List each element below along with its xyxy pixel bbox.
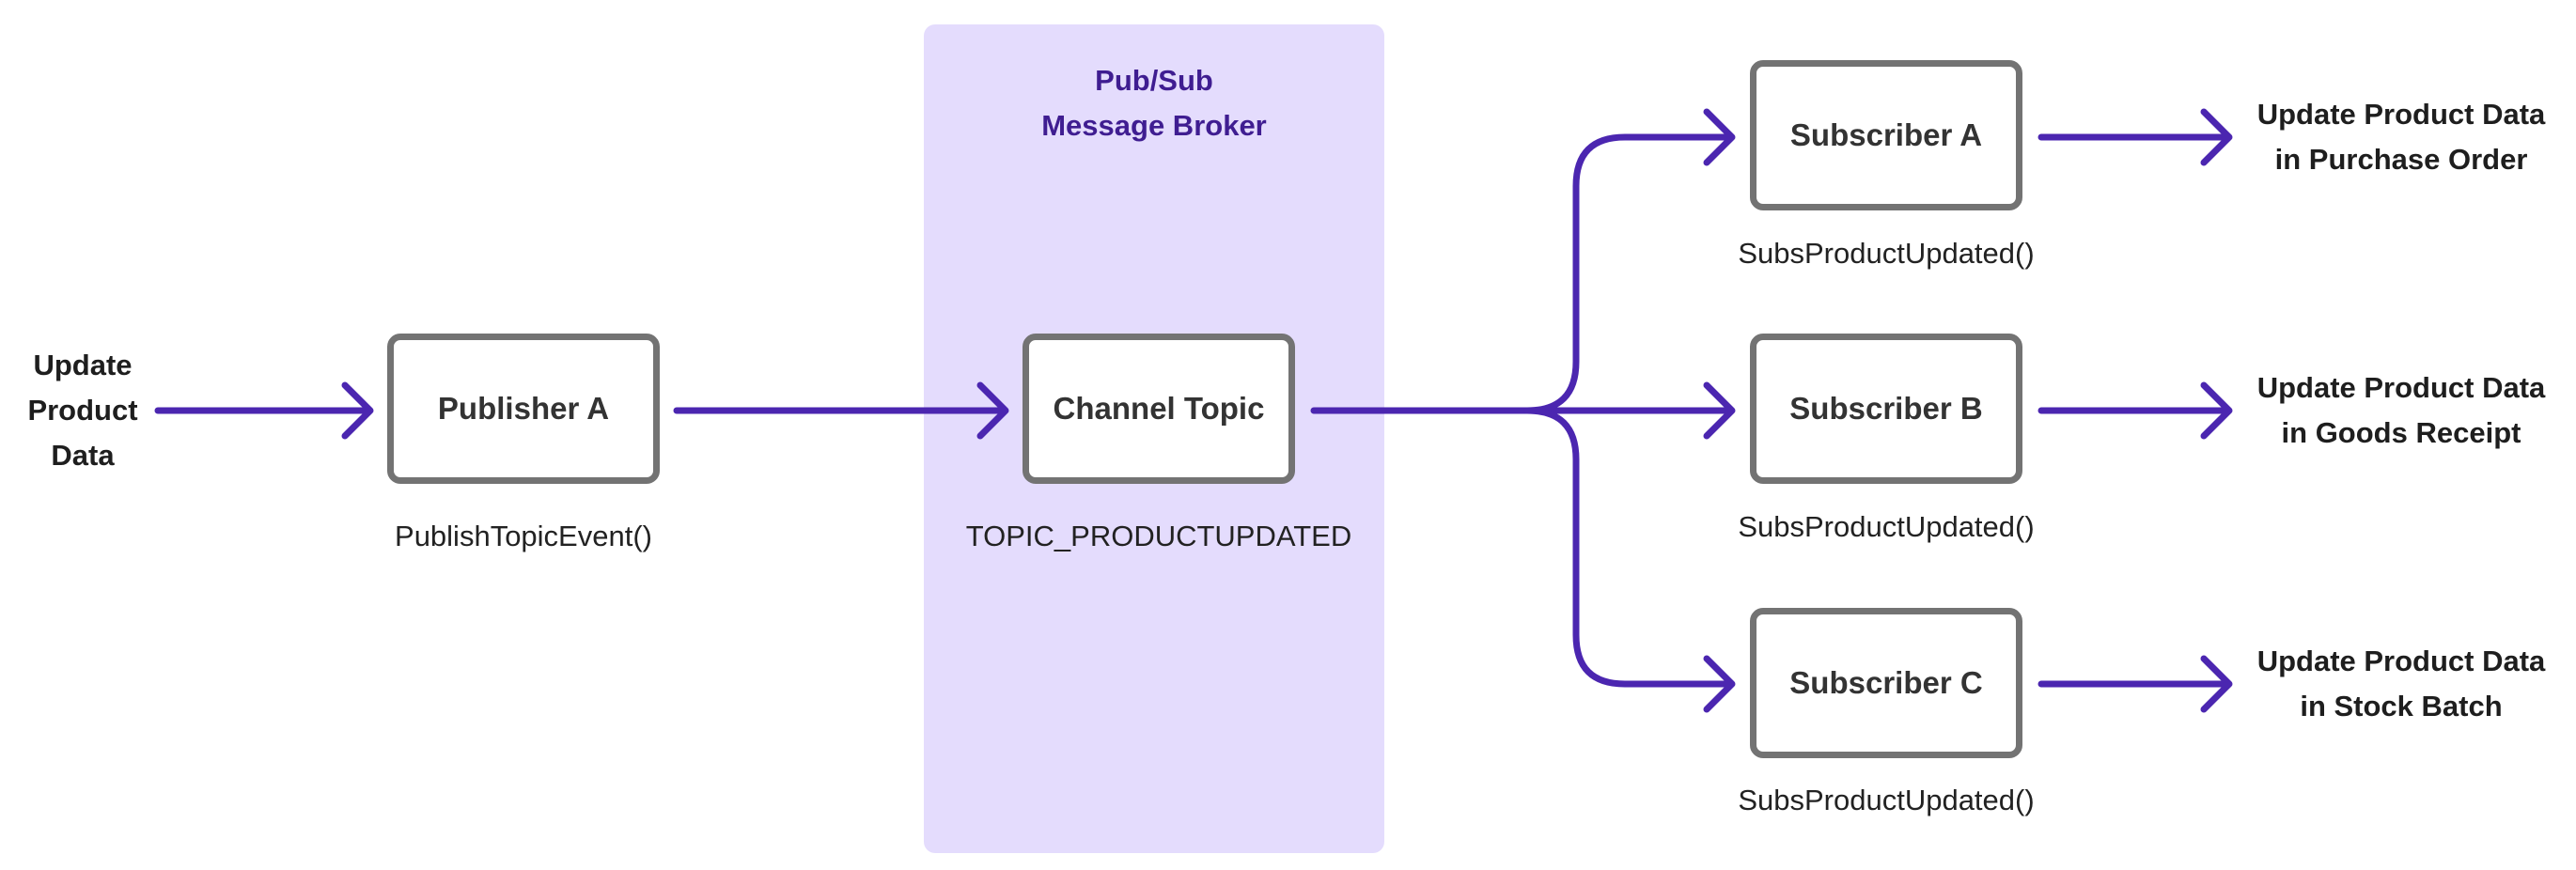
subscriber-c-action: Update Product Data in Stock Batch [2237,639,2566,729]
subscriber-b-action: Update Product Data in Goods Receipt [2237,365,2566,456]
arrow-subscriber-b-to-action [2037,381,2233,440]
subscriber-a-function: SubsProductUpdated() [1738,237,2035,270]
input-label: Update Product Data [8,343,158,478]
input-label-line-1: Update [33,349,133,381]
broker-title-line-1: Pub/Sub [1095,64,1213,97]
subscriber-c-function: SubsProductUpdated() [1738,784,2035,816]
subscriber-b-action-line-1: Update Product Data [2256,371,2546,404]
arrow-publisher-to-channel [673,381,1009,440]
channel-topic-name: TOPIC_PRODUCTUPDATED [965,520,1352,552]
arrow-input-to-publisher [154,381,374,440]
broker-title-line-2: Message Broker [1041,109,1267,142]
subscriber-c-box: Subscriber C [1750,608,2022,758]
input-label-line-2: Product [27,394,138,427]
publisher-box: Publisher A [387,334,660,484]
input-label-line-3: Data [51,439,115,472]
arrow-channel-to-subscriber-b [1310,381,1736,440]
subscriber-b-action-line-2: in Goods Receipt [2281,416,2521,449]
arrow-channel-to-subscriber-c [1523,407,1736,713]
arrow-subscriber-a-to-action [2037,108,2233,166]
subscriber-a-box: Subscriber A [1750,60,2022,210]
subscriber-c-action-line-2: in Stock Batch [2300,690,2503,722]
subscriber-b-box: Subscriber B [1750,334,2022,484]
subscriber-c-action-line-1: Update Product Data [2256,645,2546,677]
subscriber-a-action-line-1: Update Product Data [2256,98,2546,131]
arrow-subscriber-c-to-action [2037,655,2233,713]
channel-topic-box: Channel Topic [1023,334,1295,484]
publisher-function: PublishTopicEvent() [395,520,652,552]
subscriber-a-action: Update Product Data in Purchase Order [2237,92,2566,182]
message-broker-title: Pub/Sub Message Broker [924,58,1384,148]
arrow-channel-to-subscriber-a [1523,108,1736,414]
subscriber-a-action-line-2: in Purchase Order [2274,143,2528,176]
subscriber-b-function: SubsProductUpdated() [1738,510,2035,543]
